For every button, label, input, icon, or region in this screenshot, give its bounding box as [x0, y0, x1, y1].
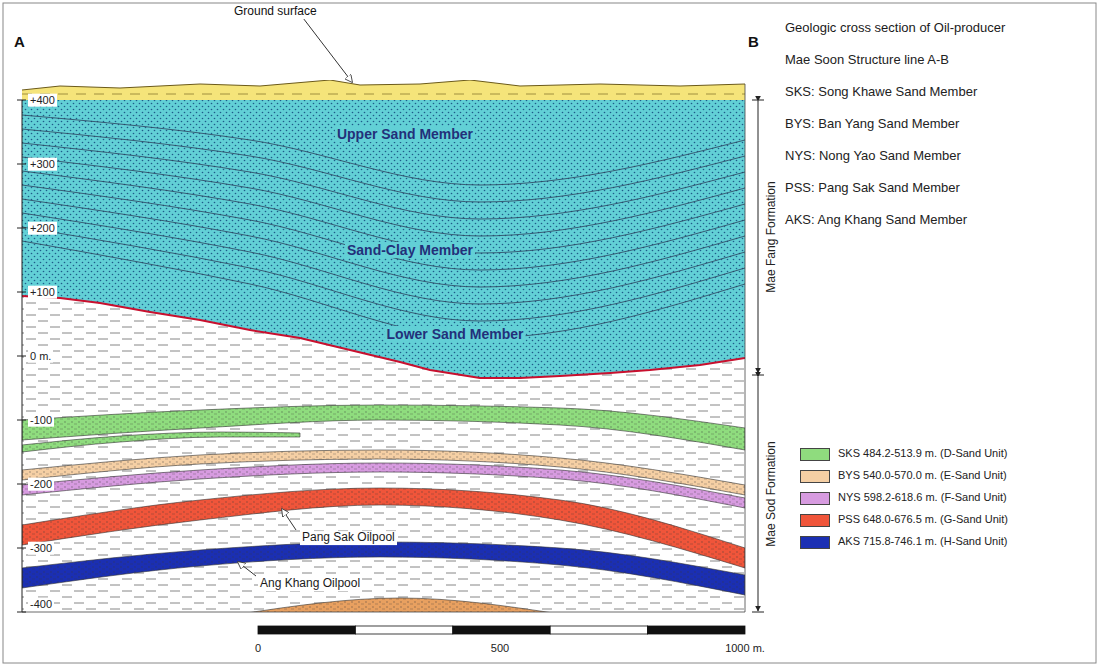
bedding-line: [22, 185, 745, 270]
clay-ground: [22, 100, 745, 612]
axis-tick: [17, 420, 26, 421]
legend-swatch: [800, 470, 830, 483]
bedding-line: [22, 199, 745, 287]
scale-bar: [550, 626, 647, 634]
section-label: +100: [28, 286, 57, 299]
scale-bar: [355, 626, 452, 634]
section-edge: [22, 612, 745, 613]
legend-text: PSS 648.0-676.5 m. (G-Sand Unit): [838, 513, 1008, 526]
bracket-tick: [752, 375, 764, 376]
section-label: NYS: Nong Yao Sand Member: [785, 149, 961, 164]
section-label: +400: [28, 94, 57, 107]
sand-unit: [22, 432, 300, 452]
leader-line: [238, 562, 256, 576]
axis-tick: [17, 484, 26, 485]
section-label: -100: [28, 414, 54, 427]
figure-frame: [3, 3, 1096, 663]
legend-text: BYS 540.0-570.0 m. (E-Sand Unit): [838, 469, 1007, 482]
sand-unit: [22, 542, 745, 595]
axis-tick: [17, 548, 26, 549]
ground-surface-line: [22, 80, 745, 90]
section-label: Ground surface: [232, 5, 319, 19]
section-label: Ang Khang Oilpool: [258, 577, 362, 591]
section-label: Sand-Clay Member: [345, 242, 475, 258]
section-label: -200: [28, 478, 54, 491]
leader-line: [282, 509, 296, 530]
legend-text: NYS 598.2-618.6 m. (F-Sand Unit): [838, 491, 1007, 504]
legend-text: AKS 715.8-746.1 m. (H-Sand Unit): [838, 535, 1007, 548]
scale-bar: [648, 626, 745, 634]
section-label: -300: [28, 542, 54, 555]
section-label: AKS: Ang Khang Sand Member: [785, 213, 967, 228]
bracket-tick: [752, 612, 764, 613]
section-label: +300: [28, 158, 57, 171]
section-label: Mae Soon Structure line A-B: [785, 53, 949, 68]
figure-title: Geologic cross section of Oil-producer: [785, 21, 1005, 36]
section-edge: [745, 84, 746, 612]
section-label: B: [748, 33, 759, 50]
section-label: Lower Sand Member: [385, 326, 526, 342]
bedding-line: [22, 213, 745, 304]
sand-unit: [22, 405, 745, 450]
axis-tick: [17, 228, 26, 229]
bedding-line: [22, 157, 745, 236]
axis-tick: [17, 292, 26, 293]
section-plot: [22, 80, 745, 612]
section-label: SKS: Song Khawe Sand Member: [785, 85, 977, 100]
bedding-line: [22, 227, 745, 321]
mae-fang-formation: [22, 100, 745, 378]
formation-bracket: [758, 377, 759, 611]
legend-swatch: [800, 448, 830, 461]
section-label: Pang Sak Oilpool: [300, 531, 397, 545]
legend-swatch: [800, 492, 830, 505]
section-label: BYS: Ban Yang Sand Member: [785, 117, 959, 132]
section-label: Upper Sand Member: [335, 126, 475, 142]
sand-texture: [22, 405, 745, 450]
soil-layer: [22, 80, 745, 100]
section-label: 1000 m.: [725, 642, 765, 655]
section-label: 0 m.: [28, 350, 53, 363]
section-label: A: [14, 33, 25, 50]
legend-swatch: [800, 536, 830, 549]
legend-text: SKS 484.2-513.9 m. (D-Sand Unit): [838, 447, 1007, 460]
bracket-tick: [752, 100, 764, 101]
sand-texture: [22, 542, 745, 595]
formation-bracket: [758, 101, 759, 373]
scale-bar: [258, 626, 355, 634]
sand-unit: [240, 598, 560, 612]
legend-swatch: [800, 514, 830, 527]
section-label: Mae Fang Formation: [765, 181, 779, 292]
axis-tick: [17, 356, 26, 357]
axis-tick: [17, 100, 26, 101]
soil-dash: [22, 94, 745, 95]
formation-boundary: [22, 296, 745, 378]
section-label: 500: [491, 642, 509, 655]
section-label: Mae Sod Formation: [765, 441, 779, 546]
section-label: -400: [28, 598, 54, 611]
sand-texture: [22, 432, 300, 452]
bedding-line: [22, 115, 745, 185]
axis-tick: [17, 164, 26, 165]
section-label: +200: [28, 222, 57, 235]
bedding-line: [22, 143, 745, 219]
bedding-line: [22, 171, 745, 253]
bedding-line: [22, 241, 745, 338]
section-label: PSS: Pang Sak Sand Member: [785, 181, 960, 196]
section-label: 0: [255, 642, 261, 655]
leader-line: [300, 14, 352, 82]
scale-bar: [453, 626, 550, 634]
sand-texture: [240, 598, 560, 612]
axis-tick: [17, 612, 26, 613]
